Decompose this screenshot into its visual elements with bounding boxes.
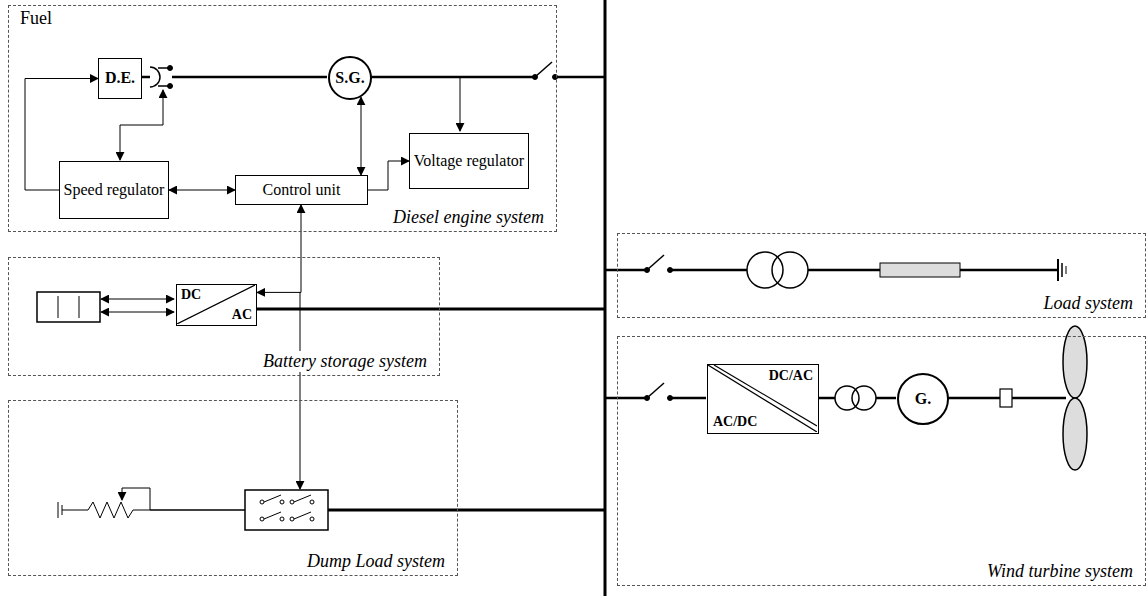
input-label: Fuel (20, 8, 52, 29)
signal-arrow (368, 161, 409, 190)
signal-arrow (361, 97, 362, 175)
node-text: DC (181, 287, 201, 303)
dump-load-symbol (58, 488, 605, 530)
regulator-box: Speed regulator (59, 161, 169, 219)
generator-circle: S.G. (328, 56, 372, 100)
node-text: Wind turbine system (985, 561, 1135, 582)
node-text: D.E. (105, 69, 135, 87)
node-text: AC (232, 307, 252, 323)
node-text: Speed regulator (64, 181, 165, 199)
bus-bar (605, 0, 606, 596)
node-text: Dump Load system (305, 551, 447, 572)
converter-box: DC/AC AC/DC (707, 364, 819, 434)
converter-box: DC AC (176, 284, 257, 326)
node-text: Voltage regulator (414, 152, 524, 170)
load-line-symbol (605, 252, 1066, 288)
control-box: Control unit (235, 175, 368, 205)
engine-system-group: Diesel engine system D.E. S.G. Speed regula… (8, 5, 557, 232)
signal-arrow (257, 205, 301, 292)
battery-symbol (37, 292, 605, 489)
generator-circle: G. (897, 373, 949, 425)
diesel-shaft-line (120, 62, 605, 160)
node-text: Control unit (263, 181, 341, 199)
node-text: DC/AC (769, 368, 813, 384)
wind-system-group: Wind turbine system DC/AC AC/DC G. (617, 336, 1146, 586)
signal-arrow (169, 190, 235, 191)
engine-box: D.E. (98, 58, 142, 99)
dump-load-group: Dump Load system (8, 400, 458, 576)
storage-system-group: Battery storage system DC AC (8, 257, 440, 376)
load-system-group: Load system (617, 233, 1146, 318)
wind-line-symbol (605, 326, 1087, 470)
node-text: AC/DC (713, 414, 757, 430)
node-text: S.G. (335, 69, 364, 87)
node-text: Load system (1042, 293, 1136, 314)
node-text: Battery storage system (261, 351, 429, 372)
node-text: Diesel engine system (391, 207, 546, 228)
regulator-box: Voltage regulator (409, 133, 529, 189)
node-text: G. (915, 390, 931, 408)
